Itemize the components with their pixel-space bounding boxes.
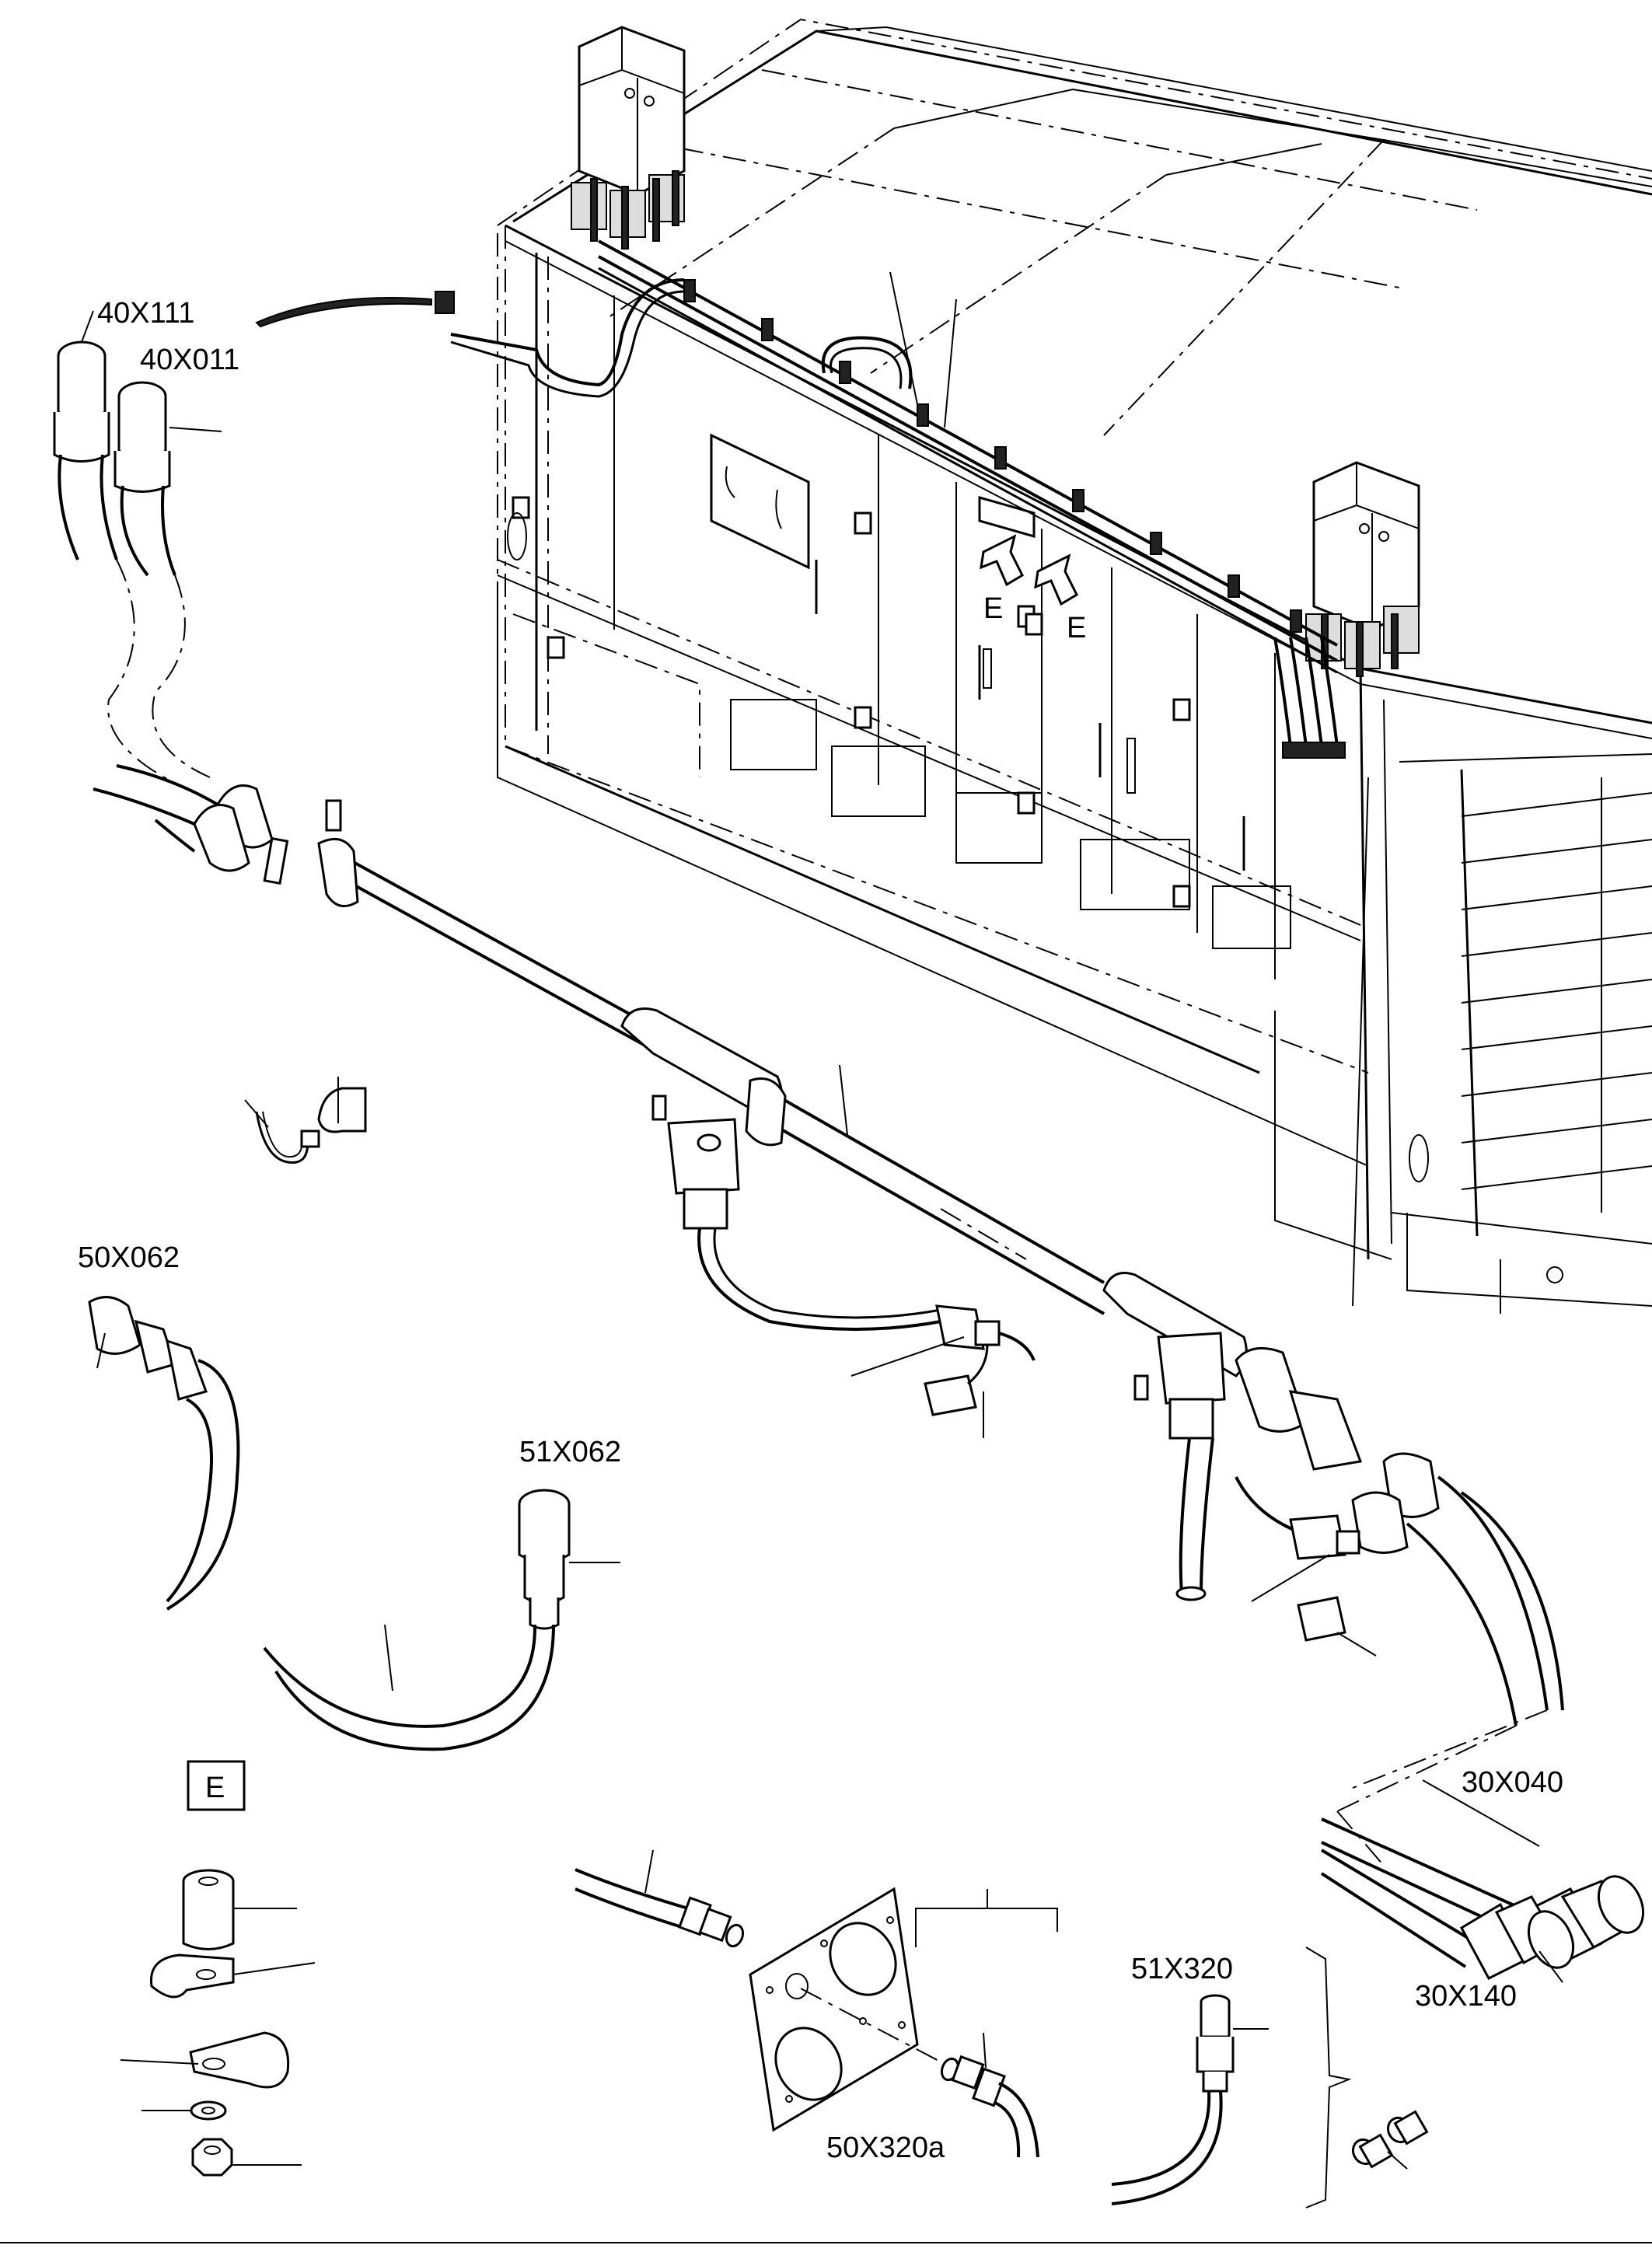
connector-40x011: 40X011 <box>114 344 239 577</box>
cable-tray <box>255 239 1346 759</box>
connector-50x320a: 50X320a <box>575 1849 1058 2164</box>
label-51x320: 51X320 <box>1131 1953 1233 1985</box>
label-51x062: 51X062 <box>519 1436 621 1468</box>
label-30x040: 30X040 <box>1462 1766 1563 1799</box>
label-50x062: 50X062 <box>78 1241 180 1274</box>
connector-51x062: 51X062 <box>263 1436 621 1751</box>
detail-box-label: E <box>205 1772 225 1804</box>
detail-box <box>187 1760 246 1811</box>
label-40x011: 40X011 <box>140 344 239 376</box>
rack-slots <box>507 512 1652 1213</box>
view-arrow-e-2: E <box>1034 553 1086 644</box>
cabinet-frame <box>497 18 1652 1314</box>
connector-40x111: 40X111 <box>53 297 194 560</box>
main-harness <box>93 764 1564 1866</box>
connector-30x140: 30X140 <box>1320 1849 1575 2013</box>
label-50x320a: 50X320a <box>826 2132 945 2164</box>
view-arrow-label: E <box>1067 612 1086 644</box>
plug-caps <box>1351 2110 1429 2170</box>
label-30x140: 30X140 <box>1415 1980 1517 2013</box>
connector-50x062: 50X062 <box>78 1241 240 1611</box>
label-40x111: 40X111 <box>97 297 194 330</box>
tray-clips <box>683 279 1302 633</box>
connector-51x320: 51X320 <box>1111 1947 1429 2208</box>
view-arrow-label: E <box>983 592 1003 625</box>
control-box-left <box>571 26 686 250</box>
view-arrow-e-1: E <box>980 534 1024 625</box>
cable-tie <box>244 1077 367 1164</box>
detail-e: E <box>120 1760 316 2177</box>
